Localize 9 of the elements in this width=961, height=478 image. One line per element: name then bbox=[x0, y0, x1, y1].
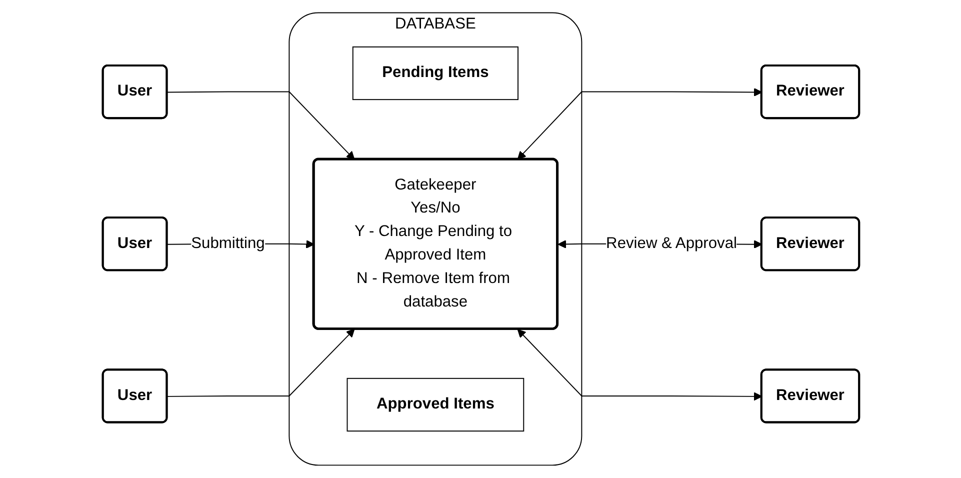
edge-label: Submitting bbox=[190, 235, 264, 252]
cluster bbox=[288, 12, 582, 466]
arrow bbox=[516, 329, 762, 401]
arrow bbox=[166, 91, 354, 160]
node-box bbox=[352, 46, 518, 100]
edge-label: Review & Approval bbox=[606, 235, 737, 252]
node-box bbox=[346, 378, 524, 432]
arrow bbox=[166, 328, 354, 397]
arrow bbox=[516, 88, 762, 160]
